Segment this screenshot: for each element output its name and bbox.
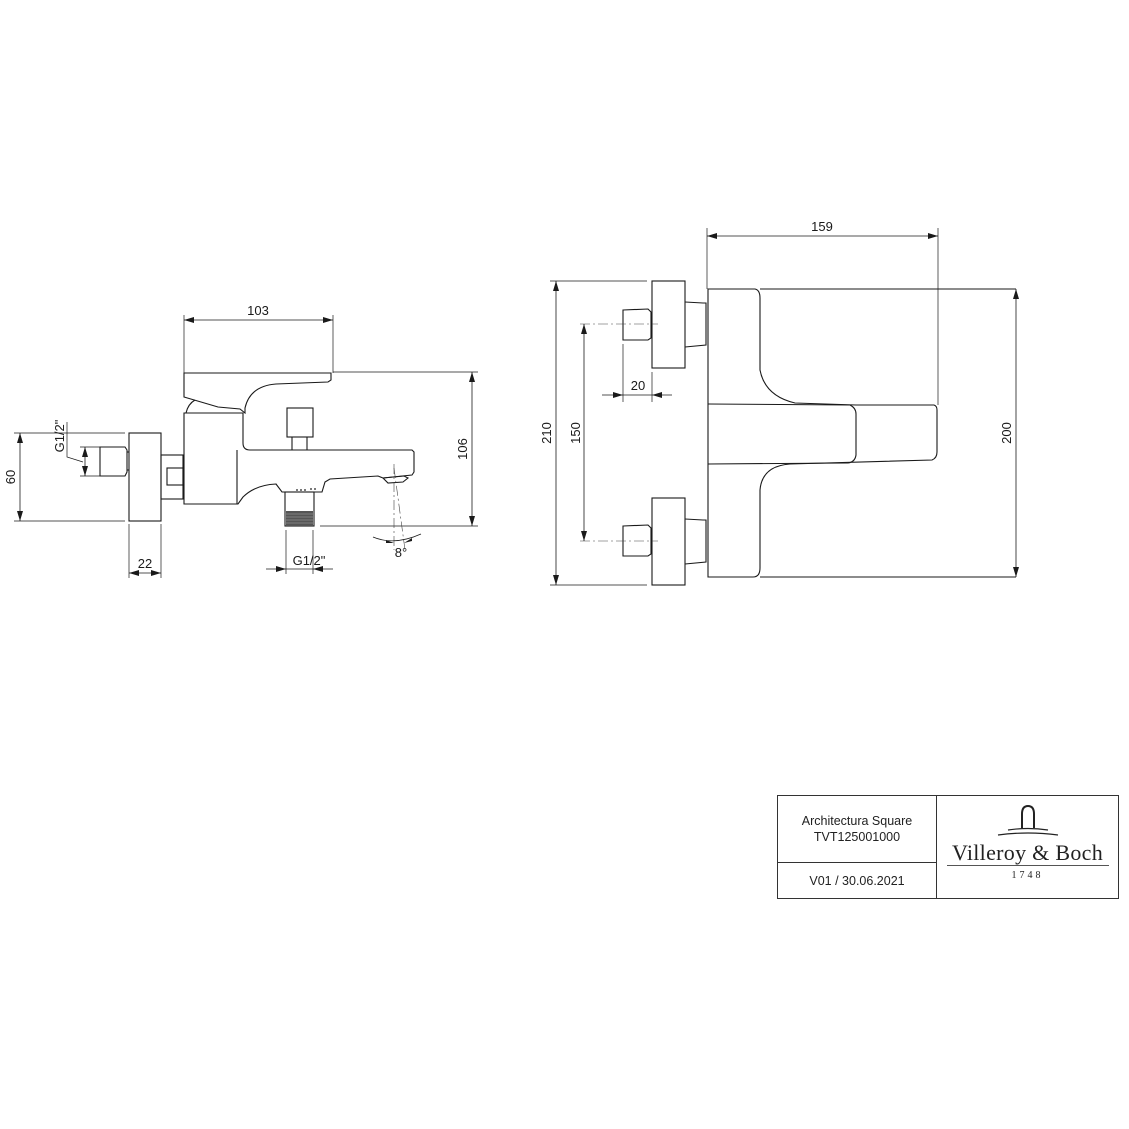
side-view: 103 106 60 22 G1/2" G1/2" (3, 303, 478, 578)
front-connector-bottom (684, 518, 707, 565)
front-view: 159 210 150 20 200 (539, 219, 1019, 586)
side-aerator (381, 475, 410, 484)
revision-cell: V01 / 30.06.2021 (778, 863, 936, 898)
article-number: TVT125001000 (813, 830, 901, 844)
product-name: Architectura Square (801, 814, 913, 828)
dim-label-body-height: 200 (999, 422, 1014, 444)
brand-logo-cell: Villeroy & Boch 1748 (937, 796, 1118, 898)
fountain-arch-icon (997, 804, 1058, 836)
dim-label-eccentric-depth: 20 (631, 378, 645, 393)
dim-label-overall-width: 159 (811, 219, 833, 234)
dim-label-height: 106 (455, 438, 470, 460)
front-lever (707, 403, 857, 465)
front-nipple-top (622, 308, 652, 341)
dim-label-escutcheon-depth: 22 (138, 556, 152, 571)
dim-label-outlet-thread: G1/2" (293, 553, 326, 568)
side-lever (183, 372, 332, 415)
brand-year: 1748 (1011, 870, 1044, 881)
side-inlet-nipple (99, 446, 128, 477)
dim-label-spout-angle: 8° (395, 545, 407, 560)
front-escutcheon-top (651, 280, 686, 369)
brand-underline (946, 865, 1109, 866)
dim-label-overall-height: 210 (539, 422, 554, 444)
front-nipple-bottom (622, 524, 652, 557)
thread-hatching (286, 511, 313, 526)
brand-name: Villeroy & Boch (951, 840, 1104, 865)
dim-label-inlet-thread: G1/2" (52, 419, 67, 452)
side-escutcheon (128, 432, 162, 522)
revision-date: V01 / 30.06.2021 (809, 873, 905, 888)
side-diverter-knob (286, 407, 314, 438)
front-connector-top (684, 301, 707, 348)
front-body (707, 288, 938, 578)
dim-label-connection-height: 60 (3, 470, 18, 484)
side-connector (160, 454, 184, 500)
angle-arc (372, 533, 422, 542)
dim-label-connection-centers: 150 (568, 422, 583, 444)
side-diverter-dots (296, 488, 316, 491)
product-info-cell: Architectura Square TVT125001000 (778, 796, 936, 863)
side-body-spout (183, 412, 415, 505)
dim-label-overall-depth: 103 (247, 303, 269, 318)
spout-angle-axis (393, 467, 406, 551)
title-block: Architectura Square TVT125001000 V01 / 3… (777, 795, 1119, 899)
title-block-info: Architectura Square TVT125001000 V01 / 3… (778, 796, 937, 898)
front-escutcheon-bottom (651, 497, 686, 586)
